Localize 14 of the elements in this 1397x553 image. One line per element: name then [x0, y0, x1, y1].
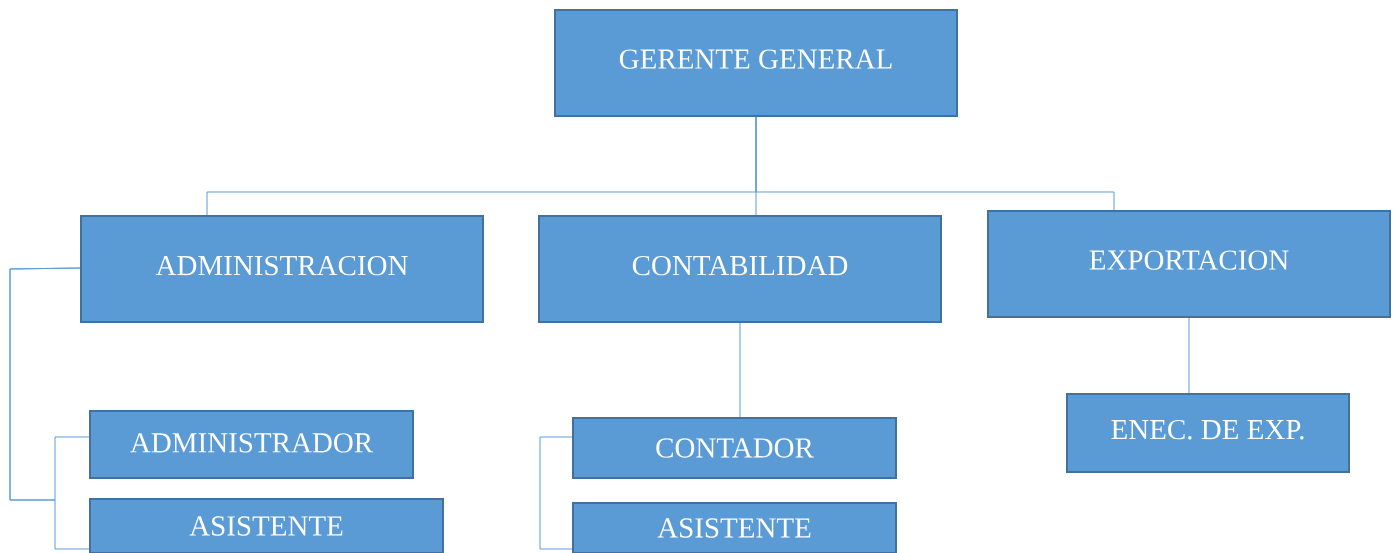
- connector-line: [755, 115, 1115, 212]
- org-box: ENEC. DE EXP.: [1066, 393, 1350, 473]
- org-box: CONTABILIDAD: [538, 215, 942, 323]
- org-box: ADMINISTRACION: [80, 215, 484, 323]
- org-box: ASISTENTE: [572, 502, 897, 553]
- org-box: EXPORTACION: [987, 210, 1391, 318]
- org-box: GERENTE GENERAL: [554, 9, 958, 117]
- connector-line: [539, 436, 574, 550]
- org-box: ADMINISTRADOR: [89, 410, 414, 479]
- org-box: ASISTENTE: [89, 498, 444, 553]
- connector-line: [1188, 316, 1190, 395]
- connector-line: [9, 267, 91, 550]
- org-box: CONTADOR: [572, 417, 897, 479]
- connector-line: [739, 321, 741, 419]
